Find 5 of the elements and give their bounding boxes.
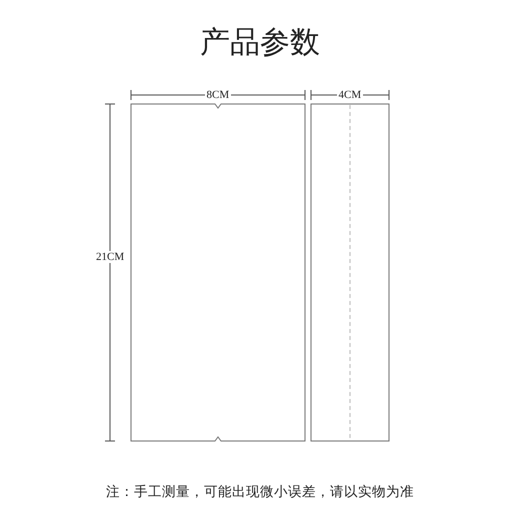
title: 产品参数 (200, 24, 320, 60)
dimension-label: 8CM (204, 89, 232, 101)
note: 注：手工测量，可能出现微小误差，请以实物为准 (106, 483, 414, 501)
dimension-label: 4CM (336, 89, 364, 101)
dimension-label: 21CM (94, 251, 126, 263)
